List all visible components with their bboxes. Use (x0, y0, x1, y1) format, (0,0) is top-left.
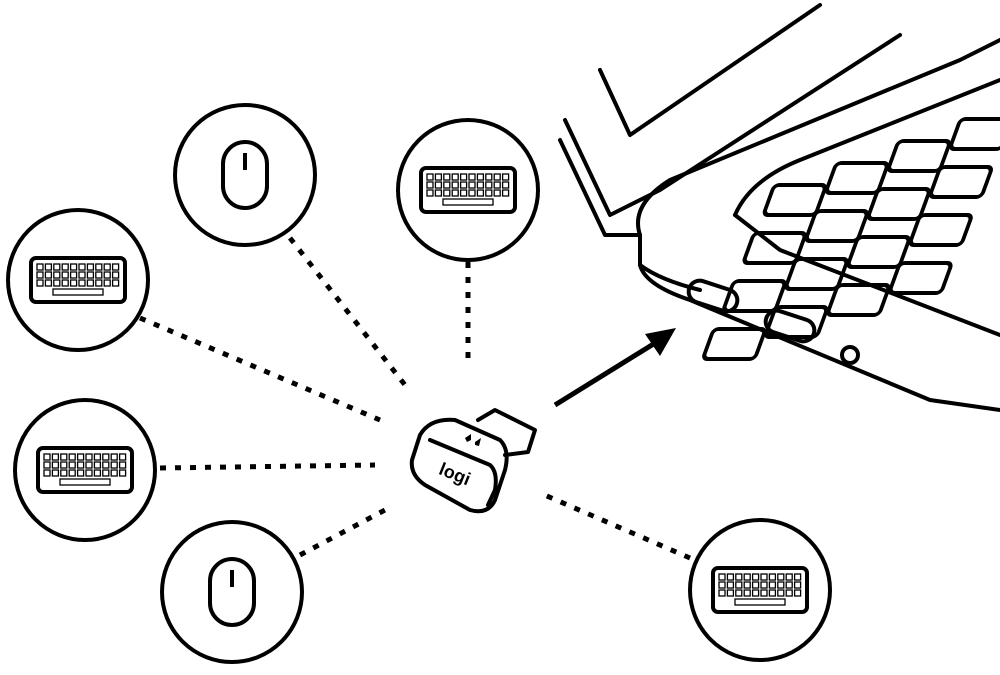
laptop-key (846, 235, 911, 269)
receiver-logo: logi (436, 459, 473, 490)
laptop-key (866, 187, 931, 221)
receiver-dongle: logi (409, 408, 537, 514)
mouse-device (160, 520, 304, 664)
laptop-key (888, 261, 953, 295)
keyboard-icon (36, 446, 134, 494)
laptop-key (804, 209, 869, 243)
laptop-key (826, 283, 891, 317)
keyboard-device (396, 118, 540, 262)
laptop-key (784, 257, 849, 291)
keyboard-device (13, 398, 157, 542)
laptop-icon (558, 3, 1000, 412)
keyboard-device (688, 518, 832, 662)
keyboard-icon (711, 566, 809, 614)
mouse-icon (208, 557, 256, 627)
mouse-icon (221, 140, 269, 210)
arrow-to-laptop (553, 328, 676, 408)
dashed-link (539, 490, 691, 561)
dashed-link (298, 507, 387, 558)
dashed-link (139, 315, 381, 423)
keyboard-device (6, 208, 150, 352)
laptop-key (908, 213, 973, 247)
laptop-key (702, 327, 767, 361)
laptop-key (948, 117, 1000, 151)
laptop-key (762, 183, 827, 217)
mouse-device (173, 103, 317, 247)
keyboard-icon (419, 166, 517, 214)
logi-bolt-icon (465, 434, 481, 446)
laptop-key (742, 231, 807, 265)
laptop-key (722, 279, 787, 313)
laptop-key (886, 139, 952, 173)
laptop-key (824, 161, 889, 195)
dashed-link (159, 462, 376, 471)
laptop-key (928, 165, 993, 199)
dashed-link (288, 236, 407, 387)
keyboard-icon (29, 256, 127, 304)
